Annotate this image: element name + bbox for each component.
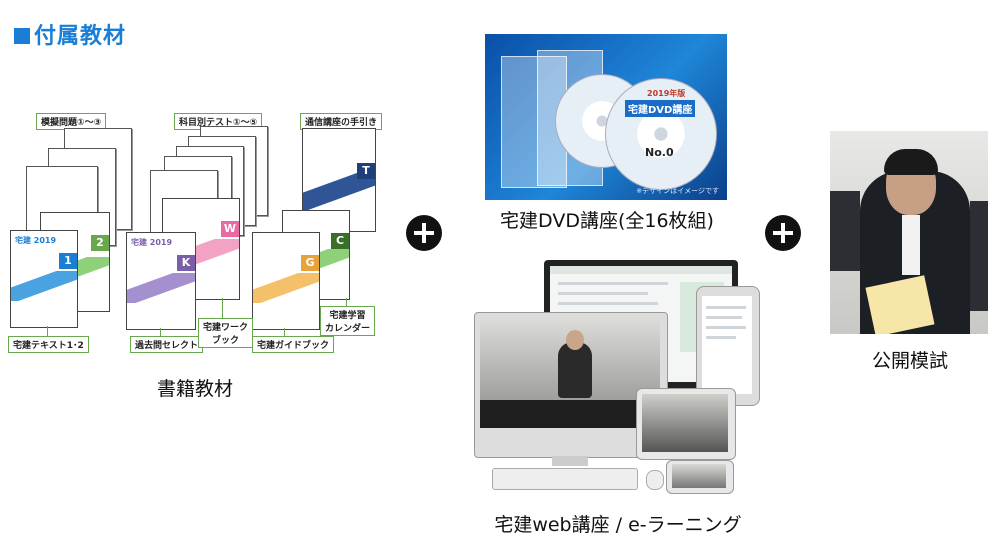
tab-t: T: [357, 163, 375, 179]
dvd-product-photo: 2019年版 宅建DVD講座 No.0 ※デザインはイメージです: [485, 34, 727, 200]
lecture-video-screen: [480, 318, 660, 428]
web-caption: 宅建web講座 / e-ラーニング: [494, 514, 742, 536]
monitor-stand: [552, 456, 588, 466]
disc-number: No.0: [645, 146, 674, 159]
dvd-caption: 宅建DVD講座(全16枚組): [500, 210, 714, 232]
label-textbook: 宅建テキスト1･2: [8, 336, 89, 353]
tab-1: 1: [59, 253, 77, 269]
tab-2: 2: [91, 235, 109, 251]
label-past-exam: 過去問セレクト: [130, 336, 204, 353]
tablet-screen: [642, 394, 728, 452]
label-workbook: 宅建ワーク ブック: [198, 318, 254, 348]
dvd-disc-front: [605, 78, 717, 190]
mock-exam-photo: [830, 131, 988, 334]
keyboard: [492, 468, 638, 490]
mock-caption: 公開模試: [871, 350, 948, 372]
tab-c: C: [331, 233, 349, 249]
phone-screen: [702, 296, 752, 394]
tab-k: K: [177, 255, 195, 271]
small-phone-screen: [672, 464, 726, 488]
square-bullet-icon: [14, 28, 30, 44]
cover-brand: 宅建 2019: [131, 238, 173, 247]
textbook-cover-1: 宅建 2019 1: [10, 230, 78, 328]
tab-w: W: [221, 221, 239, 237]
tab-g: G: [301, 255, 319, 271]
plus-circle-icon: [406, 215, 442, 251]
plus-circle-icon: [765, 215, 801, 251]
past-exam-cover: 宅建 2019 K: [126, 232, 196, 330]
books-caption: 書籍教材: [156, 378, 233, 400]
guidebook-cover: G: [252, 232, 320, 330]
label-guidebook: 宅建ガイドブック: [252, 336, 335, 353]
disc-title: 宅建DVD講座: [625, 100, 696, 117]
dvd-note: ※デザインはイメージです: [636, 187, 719, 195]
mouse: [646, 470, 664, 490]
label-study-calendar: 宅建学習 カレンダー: [320, 306, 376, 336]
section-heading-text: 付属教材: [34, 24, 127, 49]
devices-illustration: [470, 258, 760, 498]
cover-brand: 宅建 2019: [15, 236, 57, 245]
disc-year: 2019年版: [647, 89, 686, 98]
books-illustration: 模擬問題①～③ 科目別テスト①～⑤ 通信講座の手引き T 2 宅建 2019 1…: [0, 0, 400, 360]
lecturer-figure: [558, 342, 592, 398]
section-heading: 付属教材: [14, 18, 126, 50]
